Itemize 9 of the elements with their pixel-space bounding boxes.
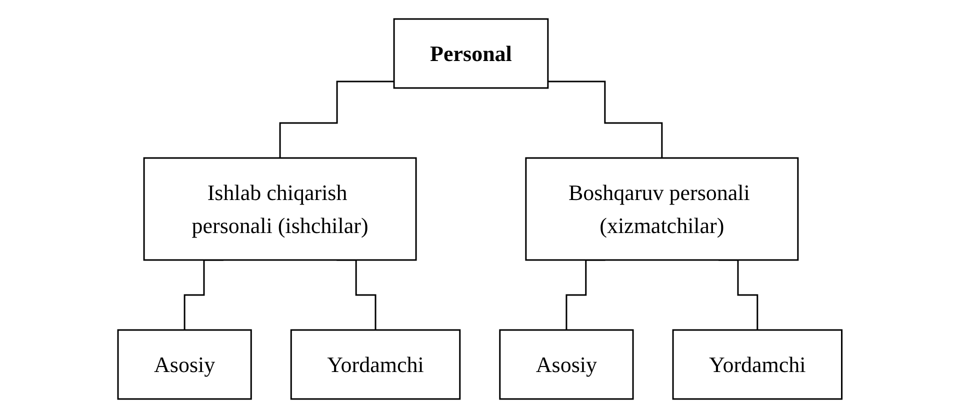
node-box: Yordamchi xyxy=(290,328,461,400)
node-box: Asosiy xyxy=(117,328,252,400)
node-box: Ishlab chiqarish personali (ishchilar) xyxy=(143,156,417,260)
node-box: Yordamchi xyxy=(672,328,843,400)
node-box: Personal xyxy=(393,18,549,88)
node-box: Asosiy xyxy=(499,328,634,400)
connector xyxy=(279,80,394,158)
node-box: Boshqaruv personali (xizmatchilar) xyxy=(525,156,799,260)
connector xyxy=(548,80,663,158)
